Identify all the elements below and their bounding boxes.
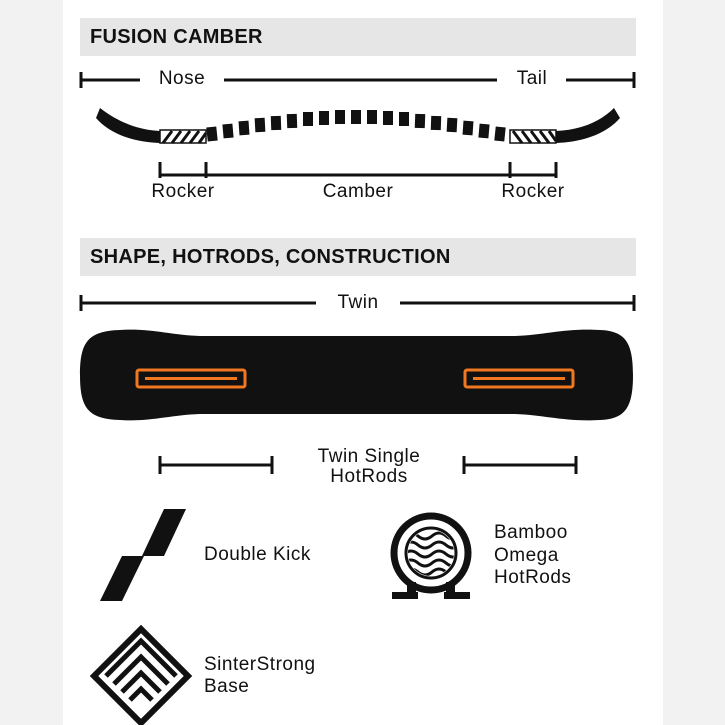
- tail-solid-segment: [556, 108, 620, 143]
- bamboo-label-line2: Omega: [494, 545, 559, 566]
- bamboo-label-line3: HotRods: [494, 567, 572, 588]
- hotrod-right: [463, 368, 575, 389]
- tail-rocker-hatch: [509, 129, 558, 144]
- bamboo-omega-icon: [390, 512, 472, 599]
- section-title: FUSION CAMBER: [90, 26, 263, 48]
- rocker-tail-label: Rocker: [501, 181, 565, 202]
- nose-rocker-hatch: [159, 129, 208, 144]
- hotrods-label-line2: HotRods: [330, 466, 408, 487]
- camber-segments: [206, 110, 506, 142]
- tail-label: Tail: [516, 68, 548, 89]
- camber-label: Camber: [322, 181, 394, 202]
- nose-solid-segment: [96, 108, 160, 143]
- double-kick-label: Double Kick: [204, 544, 311, 565]
- zone-brackets: [158, 162, 558, 178]
- sinterstrong-label-line2: Base: [204, 676, 250, 697]
- section-header-shape: SHAPE, HOTRODS, CONSTRUCTION: [80, 238, 636, 276]
- twin-label: Twin: [337, 292, 379, 313]
- bamboo-label-line1: Bamboo: [494, 522, 568, 543]
- sinterstrong-label-line1: SinterStrong: [204, 654, 316, 675]
- nose-label: Nose: [158, 68, 206, 89]
- double-kick-icon: [100, 509, 186, 601]
- hotrods-brackets: [158, 456, 578, 474]
- section-header-fusion-camber: FUSION CAMBER: [80, 18, 636, 56]
- rocker-nose-label: Rocker: [151, 181, 215, 202]
- hotrod-left: [135, 368, 247, 389]
- hotrods-label-line1: Twin Single: [317, 446, 421, 467]
- snowboard-shape: [80, 329, 633, 421]
- section-title: SHAPE, HOTRODS, CONSTRUCTION: [90, 246, 451, 268]
- sinterstrong-icon: [89, 624, 193, 725]
